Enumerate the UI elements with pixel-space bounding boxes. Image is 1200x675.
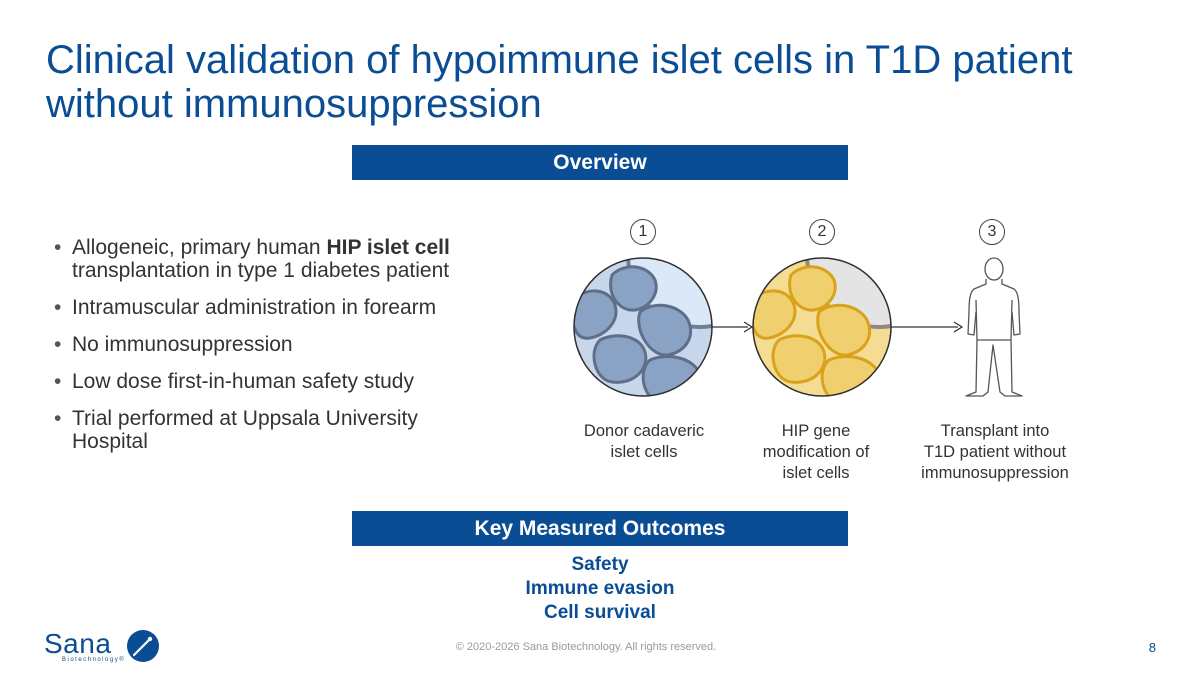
step-number-1: 1 — [630, 219, 656, 245]
bullet-item: Intramuscular administration in forearm — [50, 296, 490, 319]
outcome-item: Cell survival — [544, 602, 656, 623]
caption-line: Transplant into — [940, 422, 1050, 440]
logo-subtitle: Biotechnology® — [62, 657, 126, 663]
caption-line: T1D patient without — [923, 443, 1067, 461]
caption-line: islet cells — [782, 464, 850, 482]
copyright-notice: © 2020-2026 Sana Biotechnology. All righ… — [455, 641, 717, 653]
caption-line: Donor cadaveric — [583, 422, 705, 440]
step-number-3: 3 — [979, 219, 1005, 245]
caption-line: modification of — [762, 443, 870, 461]
outcome-item: Immune evasion — [525, 578, 675, 599]
bullet-text-post: transplantation in type 1 diabetes patie… — [72, 259, 450, 282]
arrow-right-icon — [891, 321, 964, 333]
overview-bullet-list: Allogeneic, primary human HIP islet cell… — [50, 236, 490, 467]
title-line-2: without immunosuppression — [46, 82, 542, 126]
outcome-item: Safety — [571, 554, 629, 575]
bullet-item: Allogeneic, primary human HIP islet cell… — [50, 236, 490, 282]
sana-logo-mark-icon — [127, 630, 159, 662]
donor-islet-cells-icon — [573, 257, 713, 397]
logo-wordmark: Sana — [44, 628, 112, 659]
caption-line: immunosuppression — [921, 464, 1069, 482]
bullet-text-pre: Allogeneic, primary human — [72, 236, 327, 259]
step-caption-3: Transplant into T1D patient without immu… — [905, 421, 1085, 484]
bullet-text-bold: HIP islet cell — [326, 236, 450, 259]
caption-line: HIP gene — [781, 422, 851, 440]
key-outcomes-header: Key Measured Outcomes — [352, 511, 848, 546]
step-caption-2: HIP gene modification of islet cells — [736, 421, 896, 484]
step-caption-1: Donor cadaveric islet cells — [564, 421, 724, 463]
arrow-right-icon — [712, 321, 754, 333]
page-number: 8 — [1148, 640, 1156, 655]
bullet-item: No immunosuppression — [50, 333, 490, 356]
sana-logo: Sana Biotechnology® — [44, 628, 164, 668]
patient-figure-icon — [965, 257, 1023, 397]
step-number-2: 2 — [809, 219, 835, 245]
bullet-item: Low dose first-in-human safety study — [50, 370, 490, 393]
overview-header: Overview — [352, 145, 848, 180]
caption-line: islet cells — [610, 443, 678, 461]
hip-modified-islet-cells-icon — [752, 257, 892, 397]
title-line-1: Clinical validation of hypoimmune islet … — [46, 38, 1073, 82]
process-diagram — [573, 257, 1023, 397]
page-title: Clinical validation of hypoimmune islet … — [46, 38, 1146, 126]
outcomes-list: Safety Immune evasion Cell survival — [450, 553, 750, 625]
bullet-item: Trial performed at Uppsala University Ho… — [50, 407, 490, 453]
